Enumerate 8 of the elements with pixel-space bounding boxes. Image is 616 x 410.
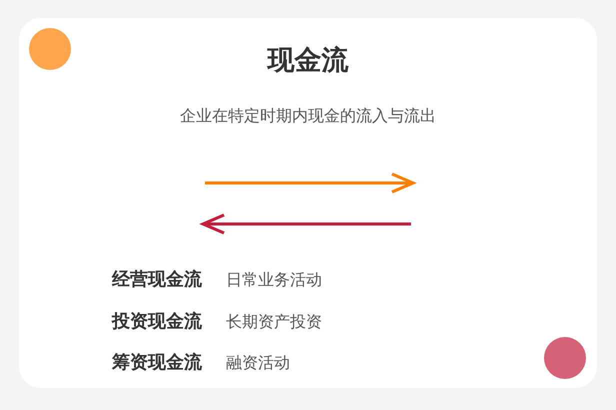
row-description: 日常业务活动 (226, 272, 322, 288)
row-description: 融资活动 (226, 355, 290, 371)
row-label: 筹资现金流 (112, 354, 202, 372)
title: 现金流 (268, 47, 348, 74)
row-label: 经营现金流 (112, 271, 202, 289)
subtitle: 企业在特定时期内现金的流入与流出 (180, 108, 436, 124)
row-description: 长期资产投资 (226, 314, 322, 330)
row-label: 投资现金流 (112, 312, 202, 330)
